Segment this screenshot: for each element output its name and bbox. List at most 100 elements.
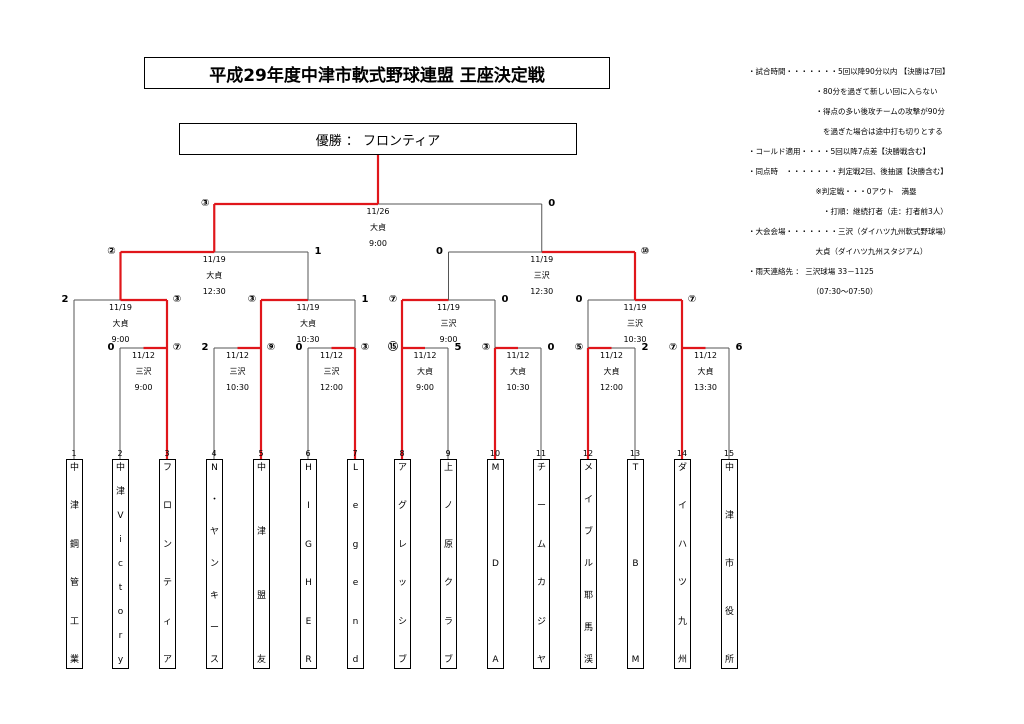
team-name-char: 中 <box>724 463 734 473</box>
team-name-char: ブ <box>583 527 593 537</box>
team-name-char: ン <box>162 539 172 550</box>
note-line: ・コールド適用・・・・5回以降7点差【決勝戦含む】 <box>748 147 931 156</box>
tournament-notes: ・試合時間・・・・・・・5回以降90分以内 【決勝は7回】 ・80分を過ぎて新し… <box>748 62 1018 302</box>
score-left: ③ <box>201 198 210 209</box>
team-name-char: T <box>632 463 639 473</box>
team-name-char: 耶 <box>583 591 593 601</box>
team-name-char: ラ <box>443 616 453 627</box>
game-date: 11/19 <box>530 255 554 264</box>
score-right: 6 <box>735 342 743 353</box>
game-time: 10:30 <box>623 335 647 344</box>
team-name-char: M <box>631 655 640 665</box>
game-venue: 大貞 <box>603 367 620 376</box>
team-name-char: ア <box>162 654 172 665</box>
game-venue: 三沢 <box>135 367 152 376</box>
team-box: 上ノ原クラブ <box>440 459 457 669</box>
score-right: ⑦ <box>687 294 697 305</box>
score-right: 0 <box>501 294 509 305</box>
score-right: 0 <box>547 342 555 353</box>
team-name-char: n <box>352 616 359 627</box>
game-date: 11/19 <box>202 255 226 264</box>
team-number: 4 <box>211 449 217 458</box>
game-time: 9:00 <box>369 239 387 248</box>
game-time: 10:30 <box>225 383 250 392</box>
game-date: 11/12 <box>693 351 718 360</box>
team-number: 6 <box>305 449 311 458</box>
team-number: 7 <box>352 449 358 458</box>
team-box: フロンティア <box>159 459 176 669</box>
team-name-char: ス <box>209 655 219 665</box>
team-name-char: カ <box>536 578 546 589</box>
team-name-char: o <box>117 607 124 617</box>
score-right: ⑨ <box>266 342 276 353</box>
team-name-char: ク <box>443 578 453 589</box>
score-right: 1 <box>361 294 369 305</box>
team-box: メイブル耶馬渓 <box>580 459 597 669</box>
team-name-char: B <box>632 559 639 569</box>
team-name-char: 馬 <box>583 623 593 633</box>
score-left: 0 <box>436 246 443 257</box>
score-left: ⑮ <box>388 342 398 353</box>
team-name-char: ブ <box>443 654 453 665</box>
team-number: 11 <box>535 449 547 458</box>
team-name-char: レ <box>397 539 407 550</box>
team-name-char: 工 <box>69 616 79 627</box>
team-name-char: e <box>352 578 359 589</box>
game-venue: 三沢 <box>229 367 246 376</box>
team-name-char: c <box>118 559 123 569</box>
team-name-char: ー <box>209 623 219 633</box>
team-name-char: t <box>118 583 123 593</box>
score-left: ③ <box>247 294 257 305</box>
team-name-char: i <box>119 535 122 545</box>
team-name-char: 津 <box>256 527 266 537</box>
team-name-char: ム <box>536 539 546 550</box>
team-name-char: e <box>352 501 359 512</box>
team-name-char: ヤ <box>209 527 219 537</box>
score-right: ③ <box>172 294 182 305</box>
score-left: ② <box>107 246 116 257</box>
team-name-char: 業 <box>69 654 79 665</box>
note-line: ・得点の多い後攻チームの攻撃が90分 <box>748 107 945 116</box>
team-name-char: ・ <box>209 495 219 505</box>
team-name-char: d <box>352 654 359 665</box>
team-name-char: 原 <box>443 539 453 550</box>
team-box: ダイハツ九州 <box>674 459 691 669</box>
game-venue: 大貞 <box>112 319 129 328</box>
team-name-char: ィ <box>162 616 172 627</box>
game-venue: 三沢 <box>533 271 550 280</box>
game-venue: 三沢 <box>323 367 340 376</box>
team-number: 12 <box>582 449 594 458</box>
team-name-char: 管 <box>69 578 79 589</box>
team-number: 5 <box>258 449 264 458</box>
team-name-char: y <box>117 655 124 665</box>
team-name-char: E <box>305 616 312 627</box>
score-right: ⑦ <box>172 342 182 353</box>
game-time: 9:00 <box>134 383 153 392</box>
team-number: 1 <box>71 449 77 458</box>
game-date: 11/12 <box>319 351 344 360</box>
score-left: ⑦ <box>668 342 678 353</box>
game-date: 11/12 <box>225 351 250 360</box>
team-name-char: 中 <box>115 463 125 473</box>
team-name-char: ヤ <box>536 654 546 665</box>
note-line: ・80分を過ぎて新しい回に入らない <box>748 87 938 96</box>
game-date: 11/19 <box>296 303 320 312</box>
team-name-char: L <box>352 463 358 473</box>
team-name-char: ダ <box>677 463 687 473</box>
team-name-char: 津 <box>115 487 125 497</box>
team-name-char: ハ <box>677 539 687 550</box>
team-name-char: イ <box>677 501 687 512</box>
team-name-char: 鋼 <box>69 539 79 550</box>
game-time: 12:00 <box>599 383 624 392</box>
note-line: （07:30～07:50） <box>748 287 878 296</box>
team-name-char: N <box>211 463 218 473</box>
team-name-char: メ <box>583 463 593 473</box>
note-line: を過ぎた場合は途中打も切りとする <box>748 127 943 136</box>
